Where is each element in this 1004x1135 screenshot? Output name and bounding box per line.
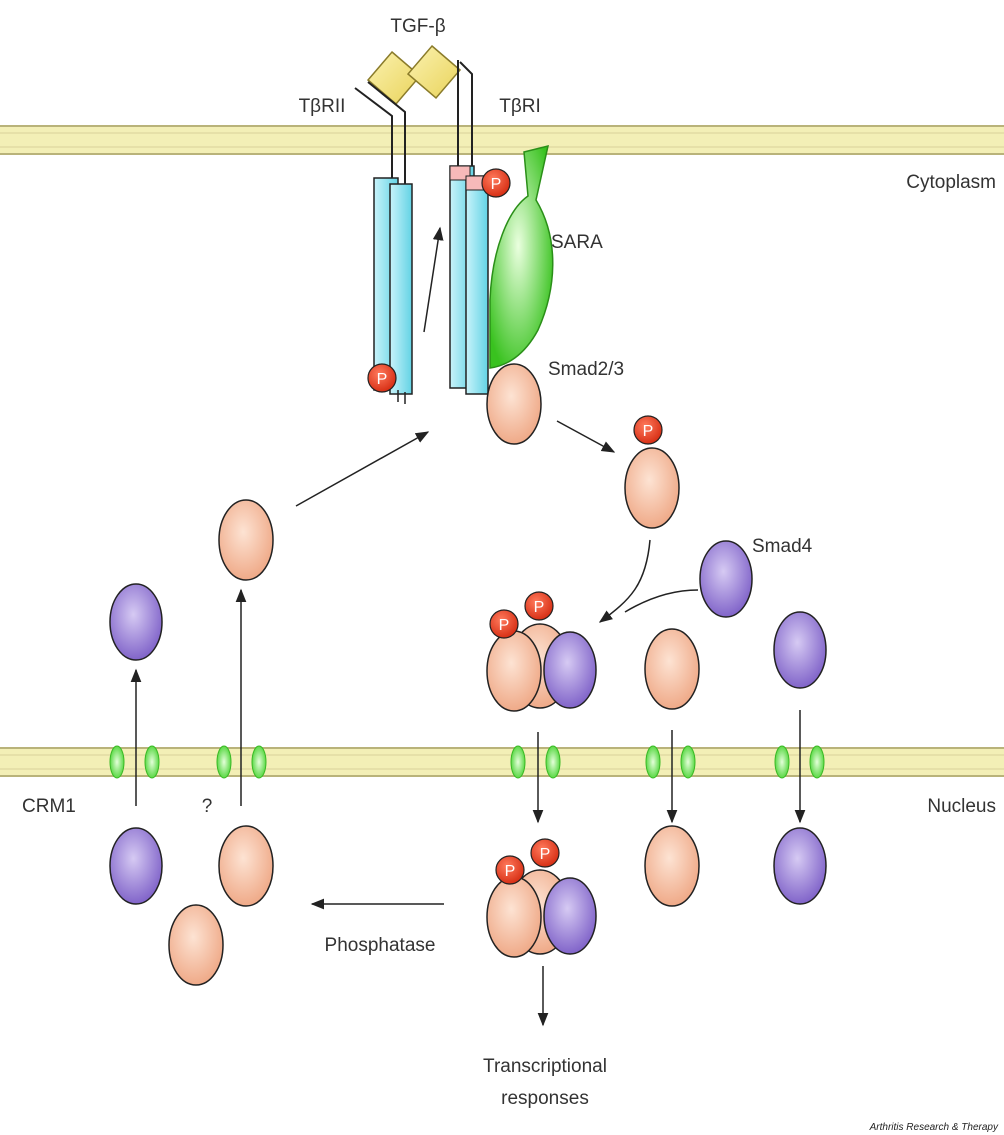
svg-text:P: P (491, 176, 502, 193)
plasma-membrane (0, 125, 1004, 155)
label-smad23: Smad2/3 (548, 359, 624, 380)
smad23-phosphorylated (624, 447, 680, 529)
label-question: ? (202, 796, 213, 817)
sara-protein (489, 144, 554, 369)
label-transcriptional: Transcriptional (483, 1056, 607, 1077)
journal-credit: Arthritis Research & Therapy (869, 1122, 999, 1133)
label-tbri: TβRI (499, 96, 541, 117)
phospho-complex-nuc-1: P (495, 855, 525, 885)
label-responses: responses (501, 1088, 589, 1109)
svg-text:P: P (643, 423, 654, 440)
label-nucleus: Nucleus (927, 796, 996, 817)
tbrii-receptor (354, 81, 413, 404)
label-cytoplasm: Cytoplasm (906, 172, 996, 193)
arrow-complex-formation (598, 539, 651, 623)
label-phosphatase: Phosphatase (325, 935, 436, 956)
phospho-smad23: P (633, 415, 663, 445)
svg-text:P: P (534, 599, 545, 616)
nuclear-pore (645, 745, 661, 779)
label-smad4: Smad4 (752, 536, 813, 557)
arrow-recruitment (295, 431, 430, 507)
phospho-tbri: P (481, 168, 511, 198)
smad4-cytoplasm (699, 540, 753, 618)
smad4-nucleus-right (773, 827, 827, 905)
smad23-exported (218, 499, 274, 581)
nuclear-pore (774, 745, 790, 779)
label-sara: SARA (551, 232, 603, 253)
phospho-tbrii: P (367, 363, 397, 393)
svg-text:P: P (505, 863, 516, 880)
smad-complex-cytoplasm (486, 623, 597, 712)
label-tgf-beta: TGF-β (390, 16, 445, 37)
smad23-nucleus-left (218, 825, 274, 907)
nuclear-pore (251, 745, 267, 779)
svg-text:P: P (540, 846, 551, 863)
phospho-complex-cyto-2: P (524, 591, 554, 621)
nuclear-pore (680, 745, 696, 779)
svg-text:P: P (499, 617, 510, 634)
smad4-cytoplasm-free (773, 611, 827, 689)
phospho-complex-nuc-2: P (530, 838, 560, 868)
nuclear-pore (809, 745, 825, 779)
arrows (130, 226, 806, 1027)
nuclear-pore (510, 745, 526, 779)
smad4-exported (109, 583, 163, 661)
label-tbrii: TβRII (299, 96, 346, 117)
nuclear-membrane (0, 747, 1004, 777)
arrow-smad4-join (624, 589, 699, 613)
svg-text:P: P (377, 371, 388, 388)
smad23-nucleus-right (644, 825, 700, 907)
nuclear-pores (109, 745, 825, 779)
arrow-release (556, 420, 616, 453)
tbri-receptor (449, 60, 489, 395)
nuclear-pore (109, 745, 125, 779)
smad-complex-nucleus (486, 869, 597, 958)
phospho-groups: P P P P P P P (367, 168, 663, 885)
tgf-beta-ligand (366, 44, 462, 106)
nuclear-pore (144, 745, 160, 779)
nuclear-pore (545, 745, 561, 779)
smad23-cytoplasm-free (644, 628, 700, 710)
smad23-at-receptor (486, 363, 542, 445)
smad23-dephosphorylated (168, 904, 224, 986)
phospho-complex-cyto-1: P (489, 609, 519, 639)
arrow-receptor-activation (423, 226, 444, 333)
nuclear-pore (216, 745, 232, 779)
smad4-nucleus-left (109, 827, 163, 905)
label-crm1: CRM1 (22, 796, 76, 817)
